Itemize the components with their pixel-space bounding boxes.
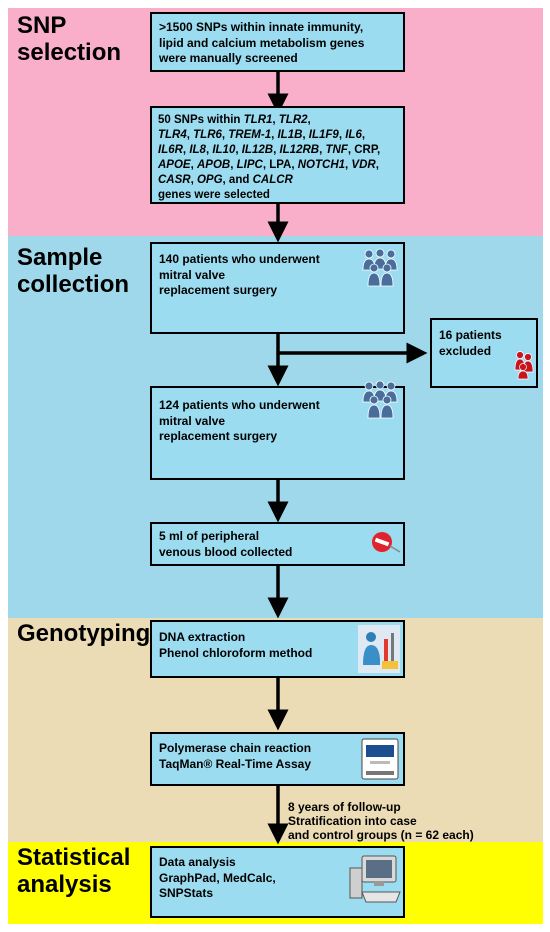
dna-extraction-box: DNA extraction Phenol chloroform method bbox=[150, 620, 405, 678]
follow-up-note: 8 years of follow-up Stratification into… bbox=[288, 800, 474, 842]
box-line: >1500 SNPs within innate immunity, bbox=[159, 20, 364, 34]
box-line: 16 patients bbox=[439, 328, 502, 342]
box-line: 5 ml of peripheral bbox=[159, 529, 260, 543]
screening-box: >1500 SNPs within innate immunity, lipid… bbox=[150, 12, 405, 72]
box-line: TaqMan® Real-Time Assay bbox=[159, 756, 312, 771]
gene-name: TLR6 bbox=[193, 129, 222, 141]
selected-intro: 50 SNPs within bbox=[158, 114, 244, 126]
selected-snps-box: 50 SNPs within TLR1, TLR2, TLR4, TLR6, T… bbox=[150, 106, 405, 204]
gene-name: TNF bbox=[325, 144, 348, 156]
gene-name: TLR2 bbox=[278, 114, 308, 126]
section-title-line: selection bbox=[17, 39, 122, 66]
box-line: Data analysis bbox=[159, 855, 236, 869]
excluded-people-icon bbox=[514, 351, 534, 380]
gene-name: CALCR bbox=[252, 174, 293, 186]
gene-name: NOTCH1 bbox=[297, 159, 346, 171]
syringe-prohibited-icon bbox=[372, 532, 401, 553]
patients-140-box: 140 patients who underwent mitral valve … bbox=[150, 242, 405, 334]
follow-up-line: 8 years of follow-up bbox=[288, 800, 401, 814]
selected-outro: genes were selected bbox=[158, 189, 270, 201]
section-title-genotyping: Genotyping bbox=[17, 620, 151, 647]
section-title-statistical-analysis: Statistical analysis bbox=[17, 844, 130, 898]
box-line: Polymerase chain reaction bbox=[159, 741, 312, 755]
gene-name: LPA bbox=[269, 159, 292, 171]
gene-name: LIPC bbox=[236, 159, 263, 171]
excluded-box: 16 patients excluded bbox=[430, 318, 538, 388]
box-line: were manually screened bbox=[159, 51, 298, 65]
gene-name: IL12B bbox=[241, 144, 274, 156]
gene-name: VDR bbox=[351, 159, 376, 171]
section-title-line: Statistical bbox=[17, 844, 131, 871]
section-title-line: analysis bbox=[17, 871, 112, 898]
patients-124-box: 124 patients who underwent mitral valve … bbox=[150, 380, 405, 480]
gene-name: IL6R bbox=[158, 144, 183, 156]
section-title-sample-collection: Sample collection bbox=[17, 244, 129, 298]
box-line: venous blood collected bbox=[159, 544, 293, 559]
blood-collection-box: 5 ml of peripheral venous blood collecte… bbox=[150, 522, 405, 566]
gene-name: IL8 bbox=[189, 144, 206, 156]
box-line: mitral valve bbox=[159, 413, 226, 428]
gene-name: IL6 bbox=[345, 129, 362, 141]
gene-name: OPG bbox=[196, 174, 223, 186]
gene-name: IL12RB bbox=[279, 144, 320, 156]
gene-name: IL1B bbox=[277, 129, 303, 141]
box-line: GraphPad, MedCalc, bbox=[159, 870, 276, 885]
gene-name: IL1F9 bbox=[308, 129, 339, 141]
section-title-line: Sample bbox=[17, 244, 103, 271]
box-line: 140 patients who underwent bbox=[159, 252, 320, 266]
section-title-line: collection bbox=[17, 271, 130, 298]
box-line: Phenol chloroform method bbox=[159, 645, 313, 660]
people-group-icon bbox=[362, 380, 398, 419]
gene-name: CRP bbox=[354, 144, 378, 156]
pcr-box: Polymerase chain reaction TaqMan® Real-T… bbox=[150, 732, 405, 786]
gene-name: IL10 bbox=[212, 144, 236, 156]
box-line: mitral valve bbox=[159, 267, 226, 282]
box-line: replacement surgery bbox=[159, 283, 278, 297]
section-title-snp-selection: SNP selection bbox=[17, 12, 121, 66]
gene-name: APOB bbox=[196, 159, 231, 171]
lab-technician-icon bbox=[358, 625, 400, 673]
gene-name: APOE bbox=[158, 159, 191, 171]
follow-up-line: and control groups (n = 62 each) bbox=[288, 828, 474, 842]
pcr-instrument-icon bbox=[361, 738, 399, 780]
gene-name: CASR bbox=[158, 174, 191, 186]
box-line: excluded bbox=[439, 343, 492, 358]
gene-name: TLR4 bbox=[158, 129, 187, 141]
box-line: 124 patients who underwent bbox=[159, 398, 320, 412]
computer-icon bbox=[349, 855, 401, 903]
gene-name: TREM-1 bbox=[228, 129, 272, 141]
people-group-icon bbox=[362, 248, 398, 287]
box-line: replacement surgery bbox=[159, 429, 278, 443]
section-title-line: SNP bbox=[17, 12, 67, 39]
follow-up-line: Stratification into case bbox=[288, 814, 417, 828]
box-line: SNPStats bbox=[159, 886, 214, 900]
box-line: DNA extraction bbox=[159, 630, 246, 644]
gene-name: TLR1 bbox=[243, 114, 273, 126]
box-line: lipid and calcium metabolism genes bbox=[159, 35, 365, 50]
data-analysis-box: Data analysis GraphPad, MedCalc, SNPStat… bbox=[150, 846, 405, 918]
